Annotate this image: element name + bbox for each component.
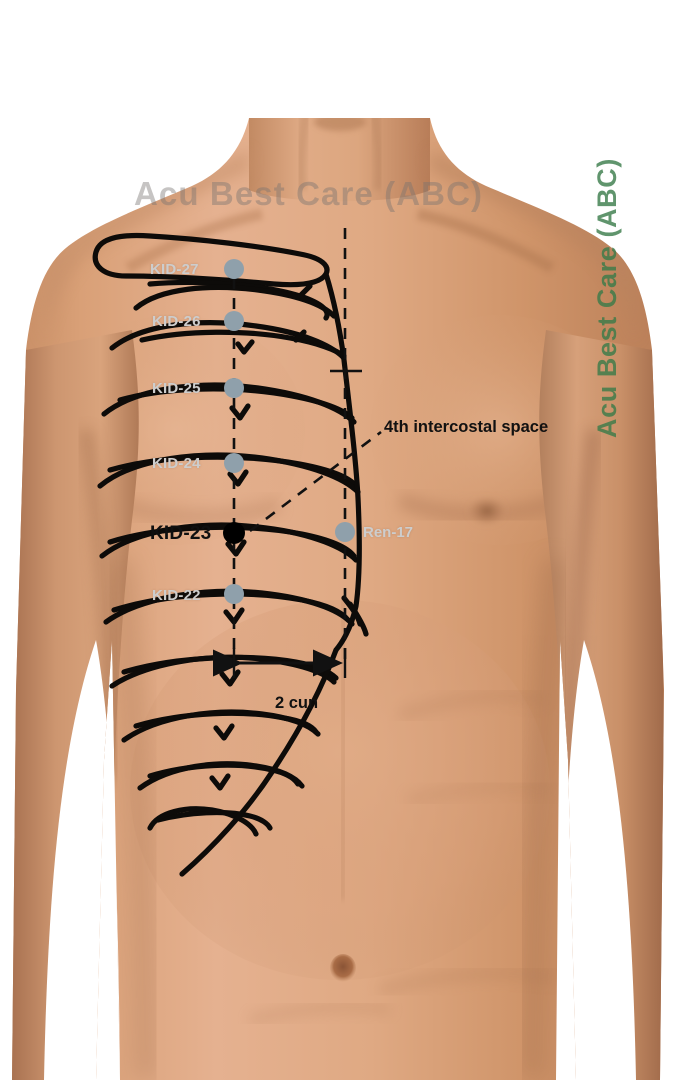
navel bbox=[330, 954, 356, 982]
nipple-right bbox=[467, 496, 507, 526]
shoulder-left bbox=[44, 150, 249, 345]
clavicle-right bbox=[416, 208, 555, 273]
point-label-kid-25: KID-25 bbox=[152, 380, 201, 397]
point-dot-kid-22[interactable] bbox=[224, 584, 244, 604]
costal-notch-d bbox=[225, 539, 247, 557]
costal-notch-a bbox=[235, 339, 255, 355]
costal-notch-h bbox=[209, 773, 231, 791]
point-dot-kid-24[interactable] bbox=[224, 453, 244, 473]
rib-11 bbox=[147, 806, 259, 837]
sternal-notch-1 bbox=[297, 283, 313, 299]
rib-6-upper bbox=[99, 522, 359, 563]
rib-2-upper bbox=[133, 284, 337, 319]
flank-right bbox=[521, 558, 567, 1080]
flank-left bbox=[109, 558, 157, 1080]
costal-arch bbox=[179, 647, 339, 877]
point-dot-kid-26[interactable] bbox=[224, 311, 244, 331]
rib-10-upper bbox=[137, 761, 305, 791]
sternal-notch-2 bbox=[293, 329, 307, 343]
costal-notch-b bbox=[229, 403, 251, 421]
rib-9-upper bbox=[121, 709, 321, 743]
intercostal-leader-line bbox=[249, 430, 382, 533]
rib-stub-right-2 bbox=[347, 601, 369, 637]
neck-tendon-left bbox=[296, 118, 311, 191]
point-dot-kid-23[interactable] bbox=[223, 522, 245, 544]
point-label-kid-24: KID-24 bbox=[152, 455, 201, 472]
watermark-top: Acu Best Care (ABC) bbox=[134, 175, 484, 212]
rib-5-upper bbox=[97, 452, 361, 495]
point-dot-kid-25[interactable] bbox=[224, 378, 244, 398]
rib-7-upper bbox=[103, 588, 355, 627]
neck-tendon-right bbox=[369, 118, 384, 191]
annotation-cun-measure: 2 cun bbox=[275, 694, 319, 712]
point-dot-ren-17[interactable] bbox=[335, 522, 355, 542]
annotation-intercostal-space: 4th intercostal space bbox=[384, 418, 549, 436]
point-label-ren-17: Ren-17 bbox=[363, 524, 414, 541]
point-label-kid-27: KID-27 bbox=[150, 261, 199, 278]
clavicle-left bbox=[125, 208, 264, 273]
point-label-kid-23: KID-23 bbox=[150, 523, 212, 544]
ab-crease-right-1 bbox=[398, 690, 547, 721]
ab-crease-left-1 bbox=[248, 1002, 391, 1025]
point-label-kid-22: KID-22 bbox=[152, 587, 201, 604]
rib-4-upper bbox=[101, 382, 357, 425]
watermark-side: Acu Best Care (ABC) bbox=[592, 158, 622, 438]
costal-notch-c bbox=[227, 469, 249, 487]
axilla-gap-right bbox=[560, 640, 636, 1080]
rib-3-upper bbox=[109, 320, 347, 361]
costal-notch-g bbox=[213, 723, 235, 741]
shoulder-right bbox=[430, 150, 636, 345]
point-label-kid-26: KID-26 bbox=[152, 313, 201, 330]
rib-10-lower bbox=[155, 809, 273, 831]
point-dot-kid-27[interactable] bbox=[224, 259, 244, 279]
